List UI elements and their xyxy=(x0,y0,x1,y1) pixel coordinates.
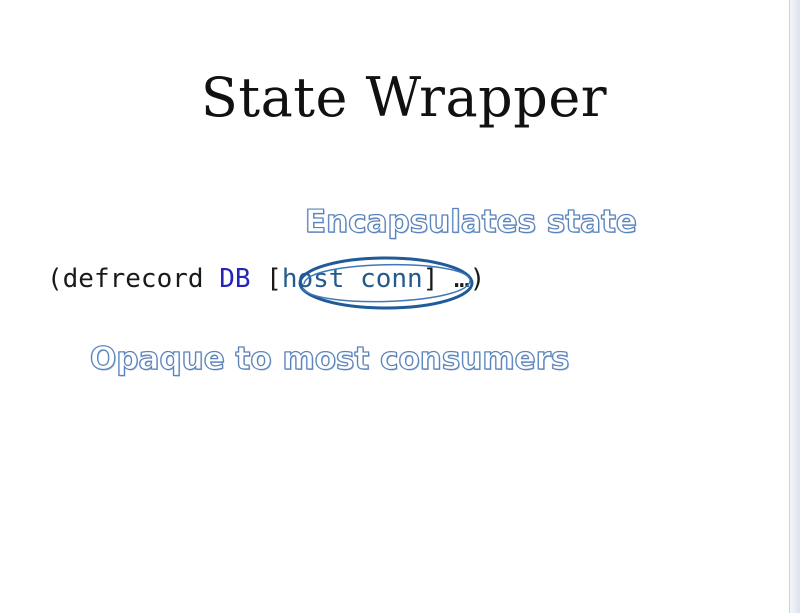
code-rest: …) xyxy=(438,264,486,294)
code-bracket-close: ] xyxy=(422,264,439,294)
code-fields: host conn xyxy=(281,264,423,294)
code-bracket-open: [ xyxy=(266,264,282,294)
code-space xyxy=(251,264,267,294)
code-line: (defrecord DB [host conn] …) xyxy=(47,264,485,294)
code-defrecord: (defrecord xyxy=(47,264,220,294)
window-edge xyxy=(789,0,800,613)
code-record-name: DB xyxy=(219,264,251,294)
annotation-encapsulates-state: Encapsulates state xyxy=(304,203,637,240)
slide-title: State Wrapper xyxy=(200,66,608,129)
annotation-opaque-to-consumers: Opaque to most consumers xyxy=(89,340,570,377)
